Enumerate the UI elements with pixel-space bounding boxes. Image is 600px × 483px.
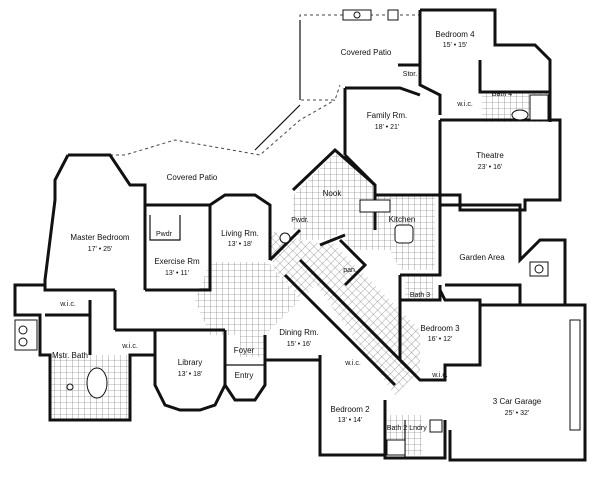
- dining-room-label: Dining Rm.: [279, 328, 319, 337]
- master-wic-2-label: w.i.c.: [121, 343, 138, 350]
- bath-4-label: Bath 4: [492, 91, 512, 98]
- garden-area-label: Garden Area: [459, 253, 505, 262]
- bedroom-3-dims: 16' • 12': [428, 336, 453, 343]
- theatre-dims: 23' • 16': [478, 164, 503, 171]
- covered-patio-left-label: Covered Patio: [167, 173, 218, 182]
- foyer-label: Foyer: [234, 346, 255, 355]
- covered-patio-top-label: Covered Patio: [341, 48, 392, 57]
- laundry-label: Lndry: [409, 425, 427, 432]
- theatre-label: Theatre: [476, 151, 504, 160]
- master-bath-label: Mstr. Bath: [52, 351, 88, 360]
- bath-2-label: Bath 2: [387, 425, 407, 432]
- exercise-room-dims: 13' • 11': [165, 270, 189, 277]
- bedroom-4-label: Bedroom 4: [435, 30, 475, 39]
- room-labels: Covered Patio Bedroom 4 15' • 15' Stor. …: [52, 30, 542, 432]
- library-label: Library: [178, 358, 202, 367]
- fixtures: [14, 9, 581, 456]
- bedroom-3-wic-label: w.i.c.: [431, 372, 448, 379]
- bedroom-3-label: Bedroom 3: [420, 324, 460, 333]
- kitchen-powder-label: Pwdr.: [291, 217, 309, 224]
- living-room-dims: 13' • 18': [228, 241, 253, 248]
- entry-label: Entry: [235, 371, 254, 380]
- tiled-floors: [50, 92, 550, 455]
- family-room-dims: 18' • 21': [375, 124, 400, 131]
- garage-dims: 25' • 32': [505, 410, 530, 417]
- garage-label: 3 Car Garage: [493, 397, 542, 406]
- patio-outlines: [68, 14, 420, 156]
- master-bedroom-dims: 17' • 25': [88, 246, 113, 253]
- bedroom-4-dims: 15' • 15': [443, 42, 468, 49]
- dining-room-dims: 15' • 16': [287, 341, 312, 348]
- family-room-label: Family Rm.: [367, 111, 407, 120]
- living-room-label: Living Rm.: [221, 229, 259, 238]
- exercise-room-label: Exercise Rm: [154, 257, 200, 266]
- library-dims: 13' • 18': [178, 371, 203, 378]
- bath-3-label: Bath 3: [410, 292, 430, 299]
- bath-4-wic-label: w.i.c.: [456, 101, 473, 108]
- master-wic-label: w.i.c.: [59, 301, 76, 308]
- bedroom-2-wic-label: w.i.c.: [344, 360, 361, 367]
- storage-label: Stor.: [403, 71, 417, 78]
- kitchen-label: Kitchen: [389, 215, 416, 224]
- master-bedroom-label: Master Bedroom: [70, 233, 129, 242]
- exercise-powder-label: Pwdr: [156, 231, 173, 238]
- pantry-label: pan.: [343, 267, 357, 274]
- bedroom-2-dims: 13' • 14': [338, 417, 363, 424]
- nook-label: Nook: [323, 189, 343, 198]
- bedroom-2-label: Bedroom 2: [330, 405, 370, 414]
- walls: [13, 8, 587, 462]
